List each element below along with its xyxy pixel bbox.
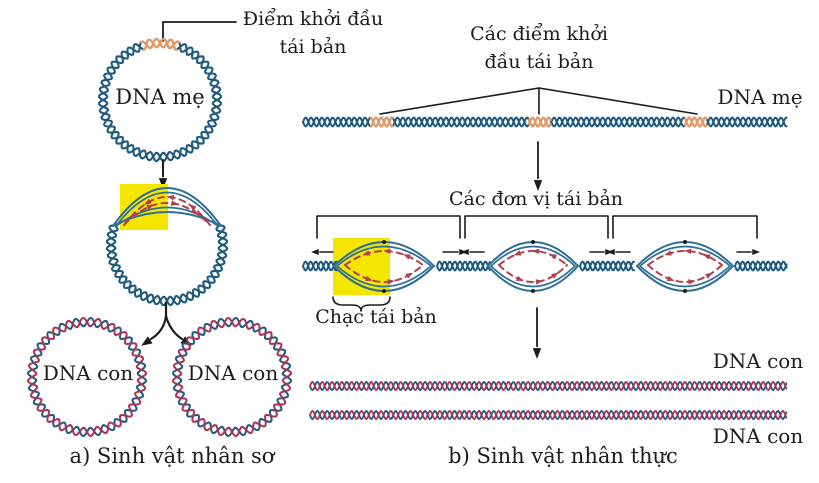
- mother-plasmid-drawing: [97, 37, 223, 163]
- daughter-dna-label-bottom: DNA con: [712, 424, 804, 448]
- linear-mother-dna-drawing: [302, 116, 788, 128]
- down-arrow-b1: [533, 141, 543, 191]
- daughter-plasmid-left-drawing: [26, 316, 148, 438]
- caption-prokaryote: a) Sinh vật nhân sơ: [69, 444, 275, 468]
- origin-points-label-line1: Các điểm khởi: [470, 23, 608, 45]
- daughter-dna-label-top: DNA con: [712, 349, 804, 373]
- origin-point-label-line2: tái bản: [279, 35, 347, 58]
- daughter-plasmid-right-drawing: [171, 316, 293, 438]
- origin-points-label: Các điểm khởi đầu tái bản: [470, 21, 608, 76]
- replication-fork-label: Chạc tái bản: [315, 306, 437, 328]
- fork-brace: [332, 296, 391, 312]
- replication-units-label: Các đơn vị tái bản: [448, 188, 624, 210]
- replicating-plasmid-drawing: [105, 184, 229, 307]
- origin-callout-line: [162, 21, 237, 42]
- replication-bubbles-drawing: [302, 238, 788, 295]
- daughter-dna-label-right: DNA con: [187, 361, 279, 385]
- down-arrow-a: [158, 159, 168, 189]
- mother-dna-label-b: DNA mẹ: [717, 85, 803, 109]
- caption-eukaryote: b) Sinh vật nhân thực: [448, 444, 678, 468]
- daughter-dna-label-left: DNA con: [42, 361, 134, 385]
- origin-point-label-line1: Điểm khởi đầu: [242, 8, 384, 30]
- origin-point-label: Điểm khởi đầu tái bản: [243, 6, 384, 61]
- mother-dna-label-a: DNA mẹ: [115, 85, 205, 109]
- origins-callout-lines: [379, 87, 698, 115]
- replication-unit-brackets: [316, 215, 758, 239]
- down-arrow-b2: [532, 307, 542, 359]
- origin-points-label-line2: đầu tái bản: [484, 50, 594, 73]
- daughter-dna-strands-drawing: [309, 380, 788, 421]
